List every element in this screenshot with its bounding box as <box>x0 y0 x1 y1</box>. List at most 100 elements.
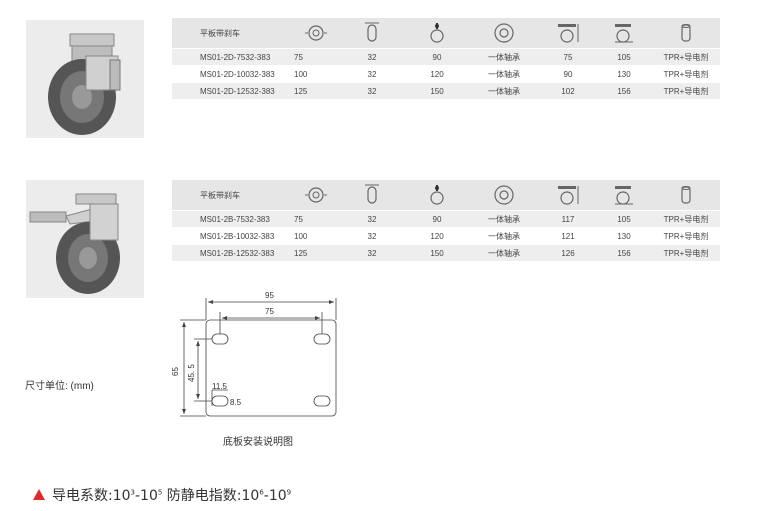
table-cell: 75 <box>563 52 573 62</box>
table-cell: 121 <box>561 231 575 241</box>
table-cell: 130 <box>617 69 631 79</box>
table-row: MS01-2B-10032-383 100 32 120 一体轴承 121 13… <box>172 227 720 244</box>
model-cell: MS01-2D-7532-383 <box>200 52 271 62</box>
table-cell: 一体轴承 <box>488 248 520 258</box>
tread-width-icon <box>338 184 406 206</box>
mounting-height-icon <box>540 22 596 44</box>
table-cell: TPR+导电剂 <box>663 231 709 241</box>
table-cell: TPR+导电剂 <box>663 69 709 79</box>
mounting-slot <box>313 395 331 407</box>
table-cell: 150 <box>430 248 444 258</box>
table-cell: 32 <box>367 214 377 224</box>
table-cell: 126 <box>561 248 575 258</box>
antistatic-label: 防静电指数:10 <box>162 488 260 504</box>
swivel-radius-icon <box>596 22 652 44</box>
mounting-slot <box>313 333 331 345</box>
table-cell: 32 <box>367 69 377 79</box>
conductivity-footnote: 导电系数:103-105 防静电指数:106-109 <box>52 485 291 505</box>
table-cell: 117 <box>561 214 575 224</box>
table-cell: 一体轴承 <box>488 231 520 241</box>
model-cell: MS01-2B-10032-383 <box>200 231 275 241</box>
plate-outline <box>205 319 337 417</box>
table-cell: 125 <box>294 248 308 258</box>
material-icon <box>652 22 720 44</box>
conductive-exp-low: 3 <box>130 488 135 497</box>
table-cell: 90 <box>432 52 442 62</box>
table-cell: TPR+导电剂 <box>663 52 709 62</box>
table-cell: 130 <box>617 231 631 241</box>
antistatic-mid: -10 <box>263 488 287 504</box>
material-icon <box>652 184 720 206</box>
table-cell: 一体轴承 <box>488 69 520 79</box>
table-row: MS01-2D-7532-383 75 32 90 一体轴承 75 105 TP… <box>172 48 720 65</box>
dim-slot-length: 11.5 <box>212 382 228 391</box>
table-cell: 32 <box>367 231 377 241</box>
plate-drawing-caption: 底板安装说明图 <box>223 437 293 448</box>
load-capacity-icon <box>406 184 468 206</box>
spec-table-front-brake: 平板带刹车 MS01-2B-7532-383 75 32 90 一体轴承 117… <box>172 180 720 261</box>
table-cell: 90 <box>563 69 573 79</box>
dim-hole-spacing-x: 75 <box>265 307 274 316</box>
antistatic-exp-high: 9 <box>286 488 292 497</box>
table-cell: 100 <box>294 69 308 79</box>
table-cell: 一体轴承 <box>488 214 520 224</box>
table-cell: 150 <box>430 86 444 96</box>
dim-hole-spacing-y: 45. 5 <box>187 364 196 382</box>
mounting-height-icon <box>540 184 596 206</box>
table-cell: 156 <box>617 86 631 96</box>
caster-with-side-brake-photo <box>26 20 144 138</box>
table-cell: 32 <box>367 52 377 62</box>
wheel-diameter-icon <box>280 186 338 204</box>
dim-outer-width: 95 <box>265 291 274 300</box>
model-cell: MS01-2B-12532-383 <box>200 248 275 258</box>
table-cell: 一体轴承 <box>488 52 520 62</box>
warning-triangle-icon <box>33 489 45 500</box>
wheel-diameter-icon <box>280 24 338 42</box>
swivel-radius-icon <box>596 184 652 206</box>
conductive-mid: -10 <box>135 488 158 504</box>
antistatic-exp-low: 6 <box>259 488 264 497</box>
table-row: MS01-2D-12532-383 125 32 150 一体轴承 102 15… <box>172 82 720 99</box>
table-cell: TPR+导电剂 <box>663 214 709 224</box>
conductive-label: 导电系数:10 <box>52 488 131 504</box>
table-cell: 32 <box>367 248 377 258</box>
conductive-exp-high: 5 <box>157 488 163 497</box>
load-capacity-icon <box>406 22 468 44</box>
table-cell: 102 <box>561 86 575 96</box>
table-cell: TPR+导电剂 <box>663 86 709 96</box>
model-cell: MS01-2B-7532-383 <box>200 214 270 224</box>
mounting-slot <box>211 395 229 407</box>
table-cell: 75 <box>294 214 303 224</box>
table-row: MS01-2B-12532-383 125 32 150 一体轴承 126 15… <box>172 244 720 261</box>
table-cell: 156 <box>617 248 631 258</box>
tread-width-icon <box>338 22 406 44</box>
table-row: MS01-2D-10032-383 100 32 120 一体轴承 90 130… <box>172 65 720 82</box>
table-cell: 105 <box>617 214 631 224</box>
table-cell: 120 <box>430 69 444 79</box>
table-cell: 32 <box>367 86 377 96</box>
table-cell: 100 <box>294 231 308 241</box>
dim-slot-width: 8.5 <box>230 398 242 407</box>
model-cell: MS01-2D-12532-383 <box>200 86 275 96</box>
dimension-unit-label: 尺寸单位: (mm) <box>25 381 94 392</box>
table-cell: 75 <box>294 52 303 62</box>
table-cell: 125 <box>294 86 308 96</box>
mounting-slot <box>211 333 229 345</box>
bearing-icon <box>468 22 540 44</box>
spec-table-side-brake: 平板带刹车 MS01-2D-7532-383 75 32 90 一体轴承 75 … <box>172 18 720 99</box>
spec-table-header: 平板带刹车 <box>172 180 720 210</box>
header-label: 平板带刹车 <box>200 28 240 38</box>
table-row: MS01-2B-7532-383 75 32 90 一体轴承 117 105 T… <box>172 210 720 227</box>
header-label: 平板带刹车 <box>200 190 240 200</box>
table-cell: 90 <box>432 214 442 224</box>
table-cell: TPR+导电剂 <box>663 248 709 258</box>
table-cell: 120 <box>430 231 444 241</box>
model-cell: MS01-2D-10032-383 <box>200 69 275 79</box>
dim-outer-height: 65 <box>171 367 180 376</box>
mounting-plate-drawing: 95 75 65 45. 5 11.5 8.5 <box>171 291 337 417</box>
bearing-icon <box>468 184 540 206</box>
table-cell: 105 <box>617 52 631 62</box>
spec-table-header: 平板带刹车 <box>172 18 720 48</box>
caster-with-front-brake-photo <box>26 180 144 298</box>
table-cell: 一体轴承 <box>488 86 520 96</box>
